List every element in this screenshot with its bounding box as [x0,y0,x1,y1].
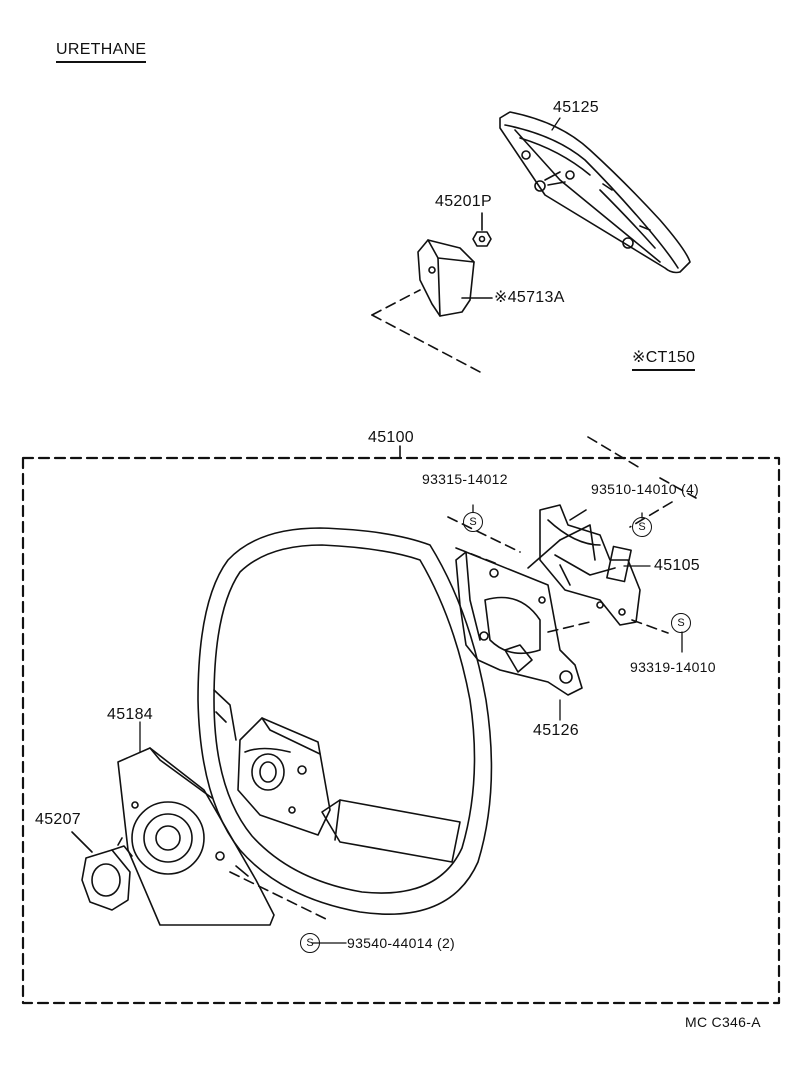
s-mark-93510: S [632,517,652,537]
part-label-93315: 93315-14012 [422,471,508,487]
part-label-45207: 45207 [35,811,81,828]
horn-pad-45125 [499,111,691,274]
cancel-ring-45207 [71,831,133,911]
part-label-93540: 93540-44014 (2) [347,935,456,951]
part-label-93319: 93319-14010 [630,659,716,675]
part-label-45713a: ※45713A [494,289,565,306]
assembly-boundary-45100 [21,456,781,1005]
part-label-45105: 45105 [654,557,700,574]
s-mark-93315: S [463,512,483,532]
part-label-45126: 45126 [533,722,579,739]
s-mark-93540: S [300,933,320,953]
part-label-45201p: 45201P [435,193,492,210]
emblem-45713a [417,239,493,317]
part-label-45125: 45125 [553,99,599,116]
part-label-93510: 93510-14010 (4) [591,481,700,497]
diagram-code: MC C346-A [685,1014,761,1030]
part-label-45100: 45100 [368,429,414,446]
alignment-lines [229,289,697,921]
steering-wheel-45100 [197,527,493,916]
s-mark-93319: S [671,613,691,633]
model-note: ※CT150 [632,350,696,371]
cover-45184 [117,747,275,926]
nut-45201p [472,212,492,247]
switch-bracket-45105 [527,504,641,626]
material-label: URETHANE [56,42,147,63]
contact-plate-45126 [455,551,583,696]
leader-lines [139,117,683,944]
part-label-45184: 45184 [107,706,153,723]
